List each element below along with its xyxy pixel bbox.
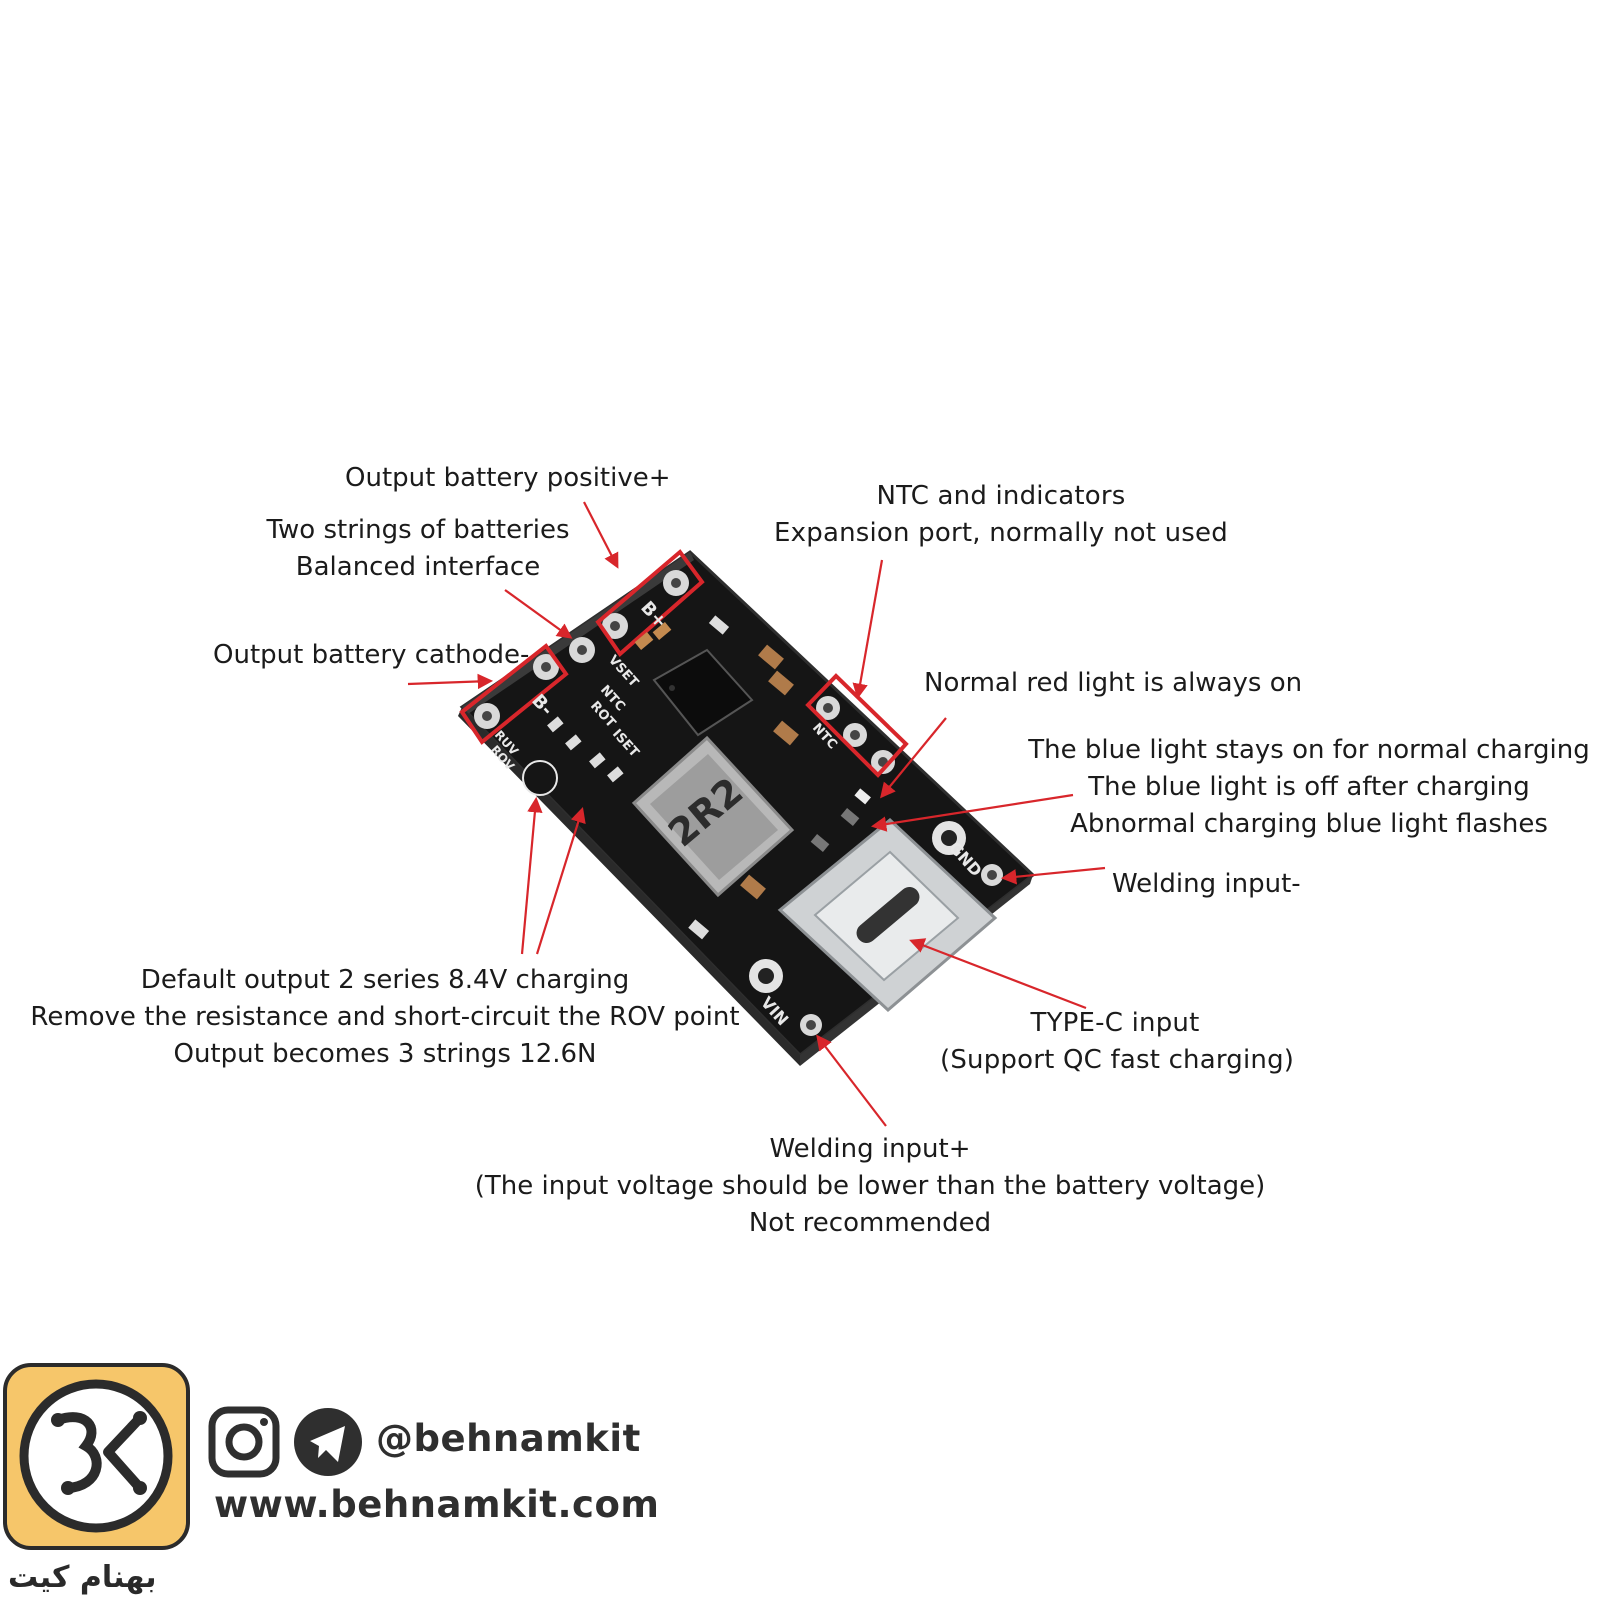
arrow-blue-light	[870, 793, 1074, 832]
bk-logo	[3, 1363, 190, 1550]
ic-chip	[652, 648, 754, 737]
brand-footer	[3, 1363, 362, 1550]
arrow-battery-positive	[583, 501, 619, 569]
label-ntc-indicators: NTC and indicators Expansion port, norma…	[774, 481, 1228, 548]
annotation-arrows	[407, 501, 1106, 1127]
battery-pads	[474, 570, 689, 729]
label-default-output: Default output 2 series 8.4V charging Re…	[30, 965, 740, 1069]
label-typec-input: TYPE-C input (Support QC fast charging)	[940, 1008, 1295, 1075]
arrow-rov-1	[520, 796, 543, 955]
box-ntc	[805, 673, 909, 778]
label-blue-light: The blue light stays on for normal charg…	[1028, 735, 1590, 839]
arrow-typec	[909, 938, 1087, 1010]
instagram-icon[interactable]	[208, 1406, 280, 1478]
persian-brand-name: بهنام کیت	[8, 1560, 157, 1595]
label-battery-positive: Output battery positive+	[345, 463, 671, 493]
rov-point	[522, 760, 558, 796]
input-pads	[749, 821, 1003, 1036]
website-link[interactable]: www.behnamkit.com	[214, 1483, 660, 1526]
telegram-icon[interactable]	[294, 1408, 362, 1476]
label-red-light: Normal red light is always on	[924, 668, 1303, 698]
label-cathode: Output battery cathode-	[213, 640, 530, 670]
usb-c-connector	[777, 818, 998, 1013]
label-welding-minus: Welding input-	[1112, 869, 1301, 899]
label-welding-plus: Welding input+ (The input voltage should…	[474, 1134, 1266, 1238]
label-balanced-interface: Two strings of batteries Balanced interf…	[266, 515, 570, 582]
box-b-plus	[595, 549, 705, 657]
arrow-welding-minus	[1000, 866, 1106, 885]
arrow-ntc	[852, 559, 884, 700]
social-handle[interactable]: @behnamkit	[376, 1417, 641, 1460]
box-b-minus	[459, 643, 569, 745]
arrow-cathode	[407, 673, 494, 690]
arrow-welding-plus	[816, 1034, 887, 1127]
ntc-pads	[816, 696, 895, 774]
inductor-2r2: 2R2	[631, 735, 795, 898]
arrow-red-light	[880, 717, 947, 799]
arrow-rov-2	[535, 807, 586, 955]
arrow-balanced	[504, 589, 573, 639]
highlight-boxes	[459, 549, 909, 778]
smd-components	[547, 615, 871, 940]
